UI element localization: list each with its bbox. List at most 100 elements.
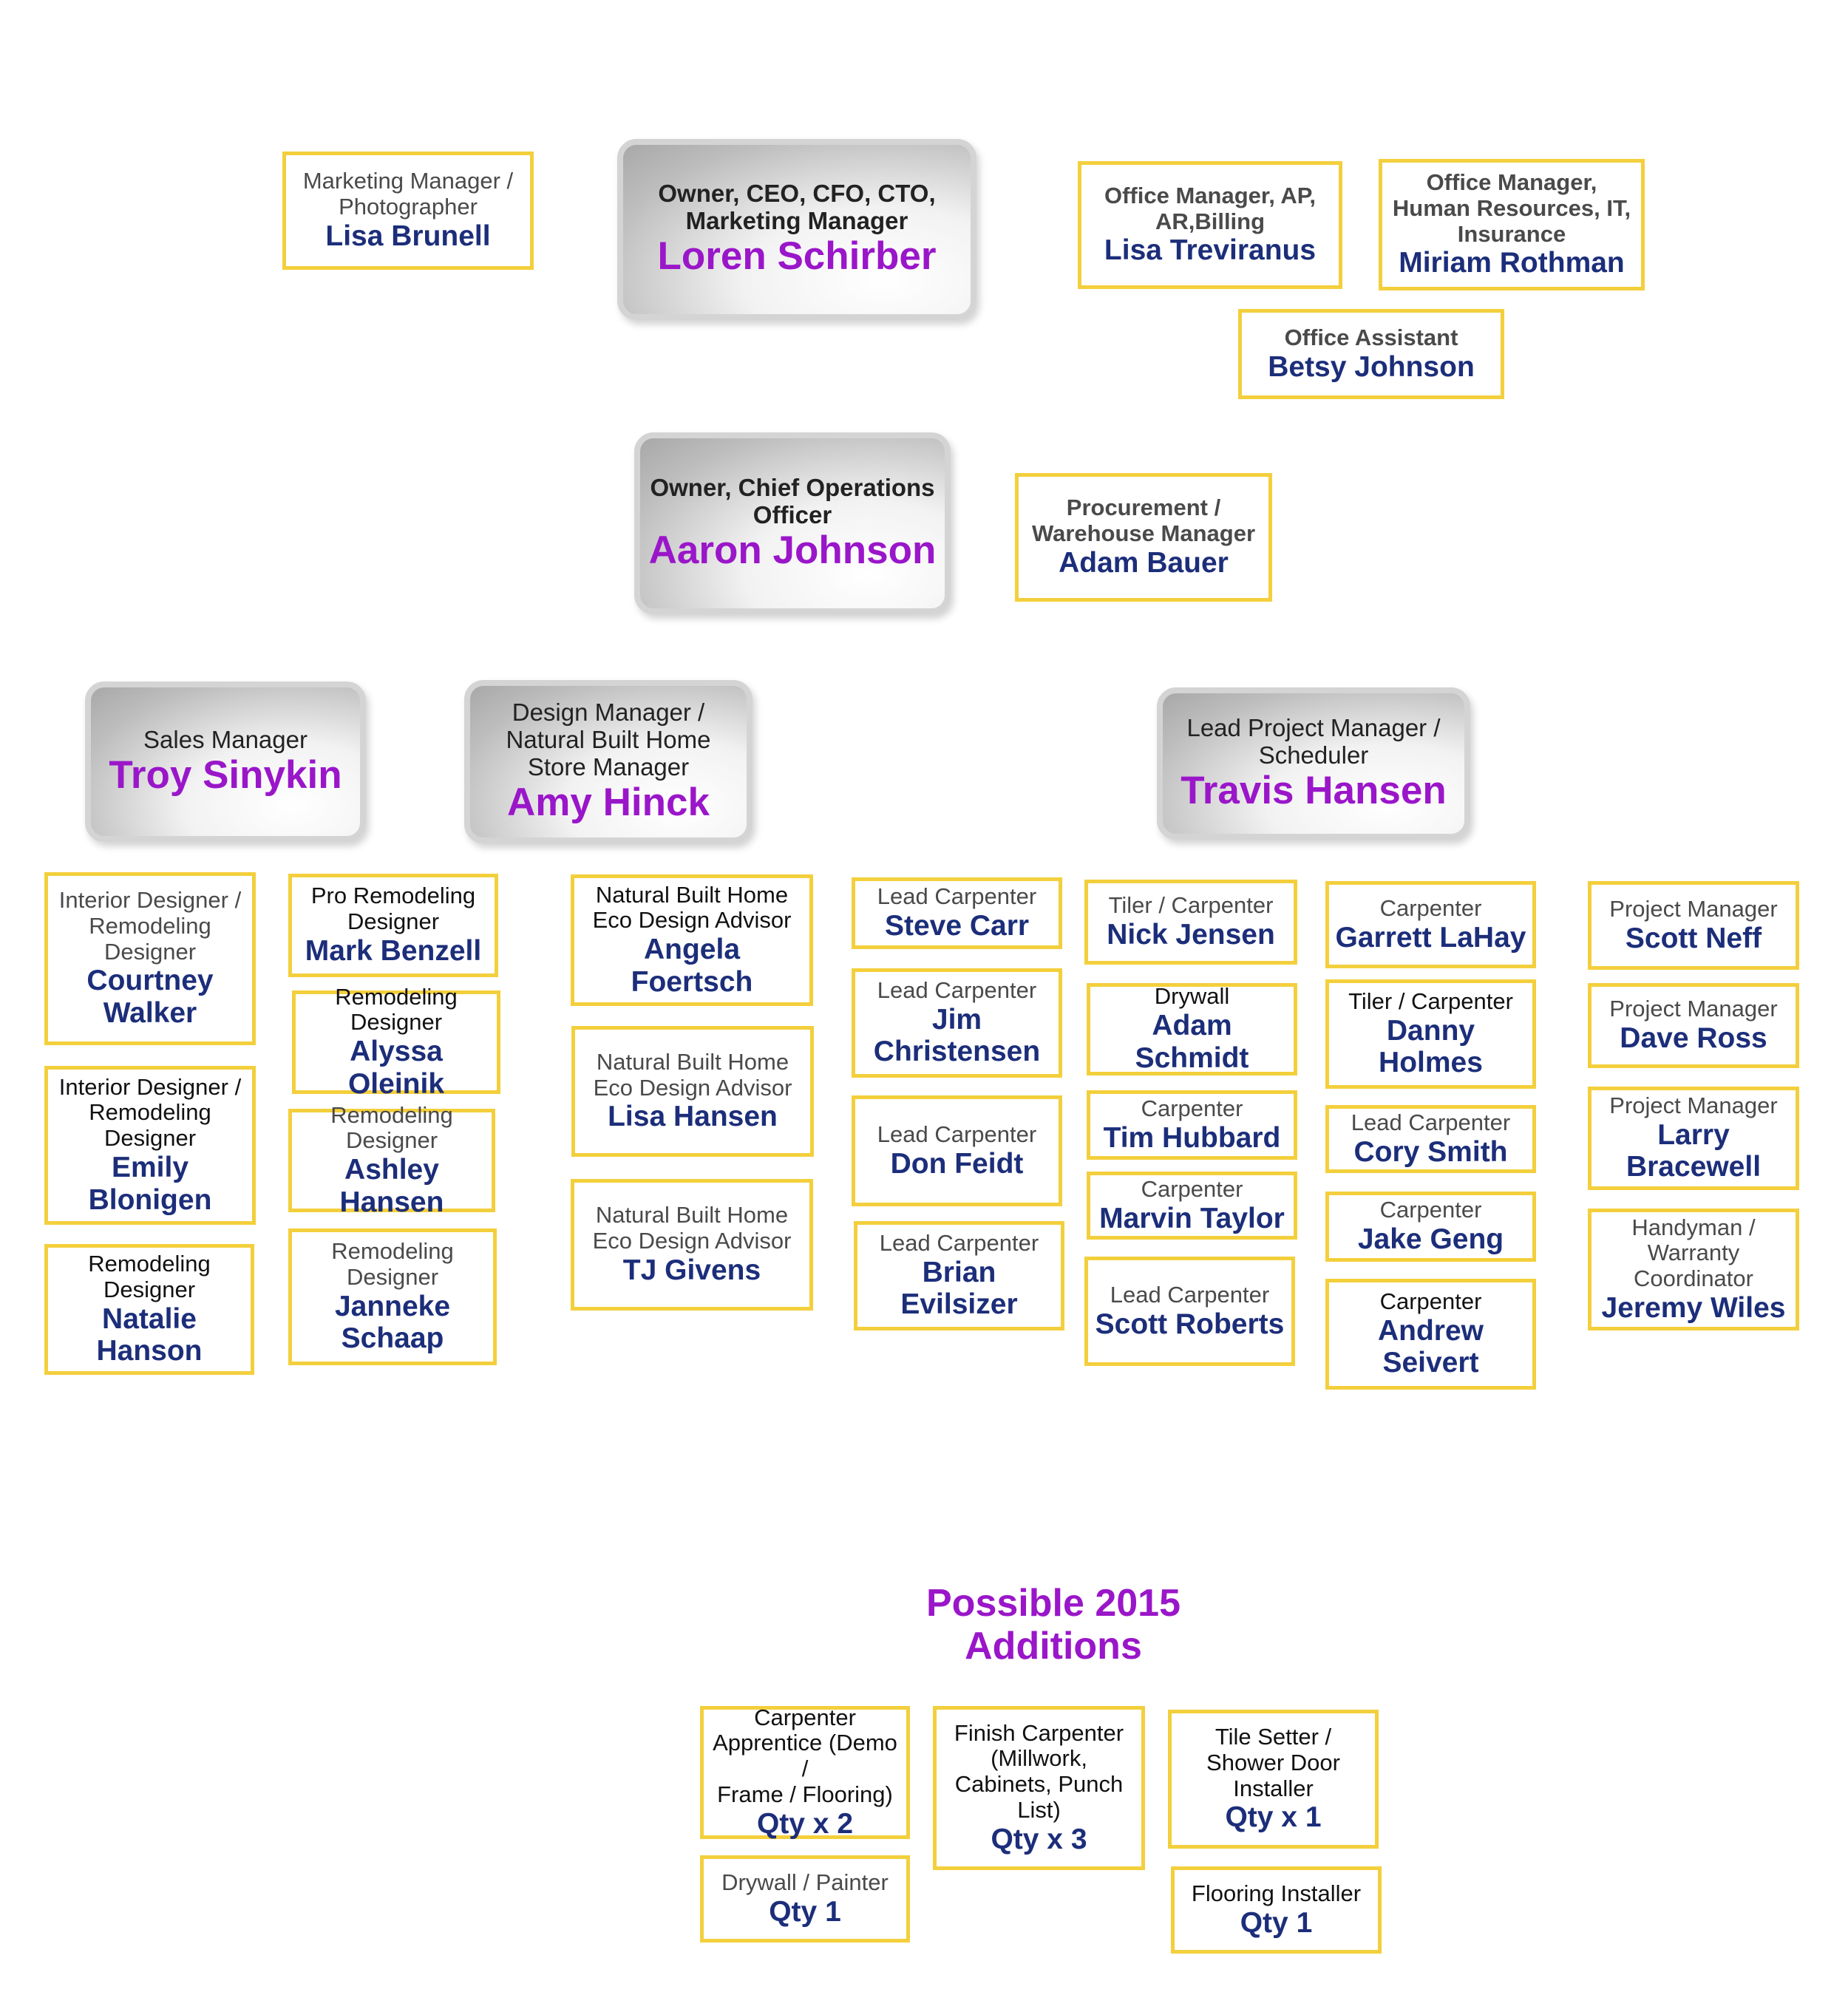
staff-name: Garrett LaHay [1335,921,1526,954]
exec-name: Amy Hinck [507,780,710,824]
staff-name: Natalie Hanson [96,1302,203,1367]
staff-box-nick-jensen: Tiler / Carpenter Nick Jensen [1084,880,1297,965]
staff-box-tj-givens: Natural Built Home Eco Design Advisor TJ… [571,1179,813,1311]
exec-box-loren-schirber: Owner, CEO, CFO, CTO, Marketing Manager … [617,139,976,320]
staff-role: Office Assistant [1284,324,1458,350]
staff-box-garrett-lahay: Carpenter Garrett LaHay [1325,881,1536,968]
staff-box-mark-benzell: Pro Remodeling Designer Mark Benzell [288,874,498,977]
staff-box-adam-schmidt: Drywall Adam Schmidt [1087,983,1297,1075]
staff-role: Carpenter [1379,894,1482,921]
staff-box-scott-roberts: Lead Carpenter Scott Roberts [1084,1257,1295,1366]
staff-box-cory-smith: Lead Carpenter Cory Smith [1325,1105,1536,1173]
staff-name: Betsy Johnson [1268,350,1475,383]
staff-role: Procurement / Warehouse Manager [1031,494,1256,547]
staff-role: Carpenter [1141,1095,1243,1121]
staff-role: Marketing Manager / Photographer [302,168,514,220]
staff-role: Natural Built Home Eco Design Advisor [592,1202,792,1254]
staff-box-natalie-hanson: Remodeling Designer Natalie Hanson [44,1244,254,1375]
exec-role: Design Manager / Natural Built Home Stor… [506,698,711,781]
addition-box-tile-setter: Tile Setter / Shower Door Installer Qty … [1168,1710,1379,1849]
staff-role: Carpenter [1379,1197,1482,1223]
addition-box-finish-carpenter: Finish Carpenter (Millwork, Cabinets, Pu… [933,1706,1145,1870]
staff-name: Jim Christensen [873,1003,1041,1068]
exec-box-troy-sinykin: Sales Manager Troy Sinykin [85,682,366,842]
staff-role: Project Manager [1609,895,1778,922]
staff-name: Lisa Treviranus [1104,234,1317,267]
staff-name: Dave Ross [1620,1022,1767,1055]
staff-name: Ashley Hansen [339,1154,444,1218]
staff-name: Scott Neff [1625,922,1762,954]
addition-qty: Qty x 3 [991,1823,1087,1855]
staff-role: Pro Remodeling Designer [310,883,476,935]
addition-qty: Qty 1 [1240,1906,1313,1939]
staff-role: Office Manager, Human Resources, IT, Ins… [1392,169,1631,247]
staff-box-jim-christensen: Lead Carpenter Jim Christensen [852,968,1062,1078]
staff-box-larry-bracewell: Project Manager Larry Bracewell [1588,1087,1799,1190]
staff-box-emily-blonigen: Interior Designer / Remodeling Designer … [44,1066,256,1225]
staff-name: Courtney Walker [86,965,214,1030]
staff-name: Adam Bauer [1059,546,1229,579]
staff-box-lisa-hansen: Natural Built Home Eco Design Advisor Li… [571,1026,814,1157]
staff-role: Remodeling Designer [330,1101,453,1154]
staff-box-marvin-taylor: Carpenter Marvin Taylor [1087,1172,1297,1240]
staff-role: Lead Carpenter [879,1229,1039,1256]
additions-title: Possible 2015 Additions [926,1582,1181,1668]
staff-role: Lead Carpenter [1110,1281,1270,1308]
staff-box-lisa-treviranus: Office Manager, AP, AR,Billing Lisa Trev… [1078,161,1342,289]
exec-role: Sales Manager [143,725,308,753]
staff-box-steve-carr: Lead Carpenter Steve Carr [852,877,1062,949]
staff-role: Handyman / Warranty Coordinator [1631,1214,1756,1292]
addition-qty: Qty x 2 [756,1807,854,1840]
exec-box-aaron-johnson: Owner, Chief Operations Officer Aaron Jo… [634,432,951,614]
staff-box-ashley-hansen: Remodeling Designer Ashley Hansen [288,1102,495,1218]
addition-box-drywall-painter: Drywall / Painter Qty 1 [700,1855,910,1943]
staff-name: Andrew Seivert [1377,1314,1484,1379]
staff-box-dave-ross: Project Manager Dave Ross [1588,983,1799,1068]
staff-role: Interior Designer / Remodeling Designer [58,1073,242,1152]
staff-role: Lead Carpenter [1351,1109,1511,1135]
exec-role: Owner, CEO, CFO, CTO, Marketing Manager [658,180,936,235]
staff-role: Lead Carpenter [877,976,1037,1003]
staff-role: Project Manager [1609,996,1778,1022]
staff-box-andrew-seivert: Carpenter Andrew Seivert [1325,1279,1536,1390]
staff-role: Carpenter [1379,1288,1482,1314]
staff-role: Natural Built Home Eco Design Advisor [593,1048,792,1101]
staff-role: Remodeling Designer [88,1251,211,1302]
addition-role: Tile Setter / Shower Door Installer [1206,1724,1340,1801]
staff-box-don-feidt: Lead Carpenter Don Feidt [852,1095,1062,1206]
addition-role: Flooring Installer [1191,1880,1362,1906]
staff-name: Adam Schmidt [1135,1010,1249,1074]
staff-name: Steve Carr [884,910,1030,942]
staff-role: Lead Carpenter [877,1121,1037,1147]
staff-name: Jake Geng [1357,1223,1504,1256]
staff-box-jeremy-wiles: Handyman / Warranty Coordinator Jeremy W… [1588,1209,1799,1330]
staff-box-jake-geng: Carpenter Jake Geng [1325,1192,1536,1262]
staff-name: Don Feidt [890,1147,1024,1180]
staff-name: Mark Benzell [305,934,482,967]
staff-name: TJ Givens [622,1254,761,1286]
staff-name: Tim Hubbard [1103,1121,1281,1154]
staff-box-brian-evilsizer: Lead Carpenter Brian Evilsizer [854,1221,1064,1330]
addition-qty: Qty 1 [769,1895,841,1928]
staff-name: Brian Evilsizer [900,1256,1018,1321]
staff-box-scott-neff: Project Manager Scott Neff [1588,881,1799,970]
staff-box-danny-holmes: Tiler / Carpenter Danny Holmes [1325,979,1536,1089]
staff-box-janneke-schaap: Remodeling Designer Janneke Schaap [288,1228,497,1365]
staff-box-angela-foertsch: Natural Built Home Eco Design Advisor An… [571,874,813,1006]
staff-name: Cory Smith [1353,1135,1508,1168]
addition-role: Finish Carpenter (Millwork, Cabinets, Pu… [954,1719,1124,1823]
staff-role: Interior Designer / Remodeling Designer [58,887,242,965]
staff-name: Larry Bracewell [1626,1118,1762,1183]
addition-box-flooring-installer: Flooring Installer Qty 1 [1171,1866,1382,1954]
exec-name: Travis Hansen [1181,768,1447,812]
staff-name: Lisa Hansen [608,1101,778,1133]
staff-name: Lisa Brunell [325,220,491,252]
staff-role: Tiler / Carpenter [1108,892,1274,919]
addition-role: Carpenter Apprentice (Demo / Frame / Flo… [713,1704,897,1807]
staff-box-alyssa-oleinik: Remodeling Designer Alyssa Oleinik [292,984,500,1100]
staff-role: Tiler / Carpenter [1348,988,1513,1014]
exec-role: Lead Project Manager / Scheduler [1186,713,1441,769]
staff-name: Alyssa Oleinik [347,1036,445,1100]
staff-box-lisa-brunell: Marketing Manager / Photographer Lisa Br… [282,152,534,270]
exec-name: Troy Sinykin [109,752,342,797]
